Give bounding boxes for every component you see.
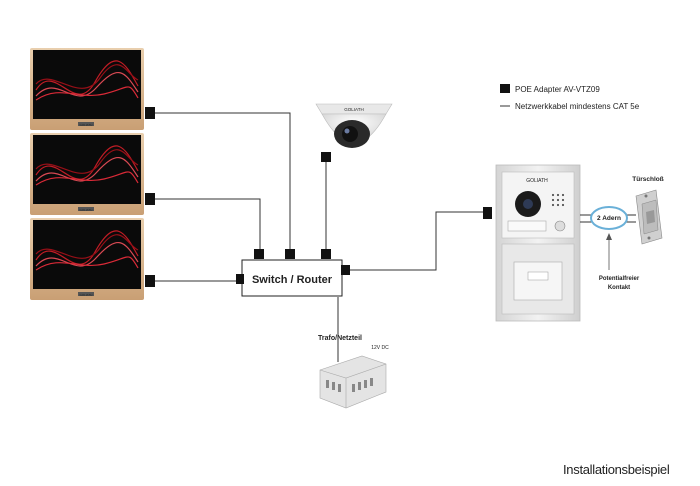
network-cables	[155, 112, 486, 362]
speaker-grille-icon	[551, 193, 565, 207]
poe-adapter-camera	[321, 152, 331, 162]
power-supply: Trafo/Netzteil 12V DC	[318, 335, 389, 409]
lock-wiring: 2 Adern Potentialfreier Kontakt	[580, 206, 640, 291]
monitor-screen-waves	[35, 230, 139, 271]
monitor-2-brand: GOLIATH	[80, 208, 93, 212]
legend-cable-text: Netzwerkkabel mindestens CAT 5e	[515, 102, 640, 111]
door-station: GOLIATH	[495, 164, 581, 322]
monitor-2: GOLIATH	[30, 133, 144, 215]
door-lock: Türschloß	[632, 176, 664, 245]
poe-adapter-monitor-1	[145, 107, 155, 119]
cable-door-station	[345, 211, 486, 271]
cable-monitor-1	[155, 112, 291, 253]
poe-adapter-switch-left	[236, 274, 244, 284]
monitor-screen-waves	[35, 145, 139, 186]
call-button-icon	[554, 220, 566, 232]
poe-adapter-switch-3	[321, 249, 331, 259]
monitor-3-brand: GOLIATH	[80, 293, 93, 297]
cable-monitor-2	[155, 198, 261, 253]
poe-adapter-switch-right	[341, 265, 350, 275]
power-supply-spec: 12V DC	[371, 345, 389, 351]
contact-line-2: Kontakt	[608, 285, 630, 291]
monitor-1: GOLIATH	[30, 48, 144, 130]
dome-camera: GOLIATH	[315, 103, 393, 148]
poe-adapter-monitor-3	[145, 275, 155, 287]
caption: Installationsbeispiel	[563, 462, 670, 477]
door-station-brand: GOLIATH	[526, 178, 548, 184]
poe-adapter-switch-2	[285, 249, 295, 259]
monitor-3: GOLIATH	[30, 218, 144, 300]
wire-label: 2 Adern	[597, 215, 621, 222]
contact-line-1: Potentialfreier	[599, 276, 640, 282]
poe-adapter-switch-1	[254, 249, 264, 259]
monitor-screen-waves	[35, 60, 139, 101]
power-supply-title: Trafo/Netzteil	[318, 335, 362, 342]
camera-brand: GOLIATH	[344, 107, 363, 112]
legend-poe-text: POE Adapter AV-VTZ09	[515, 85, 600, 94]
legend-poe-icon	[500, 84, 510, 93]
poe-adapter-monitor-2	[145, 193, 155, 205]
legend: POE Adapter AV-VTZ09 Netzwerkkabel minde…	[500, 84, 640, 111]
poe-adapters	[145, 107, 492, 287]
switch-label: Switch / Router	[252, 274, 333, 286]
door-lock-label: Türschloß	[632, 176, 663, 183]
monitor-1-brand: GOLIATH	[80, 123, 93, 127]
switch-router: Switch / Router	[241, 259, 343, 297]
poe-adapter-door-station	[483, 207, 492, 219]
